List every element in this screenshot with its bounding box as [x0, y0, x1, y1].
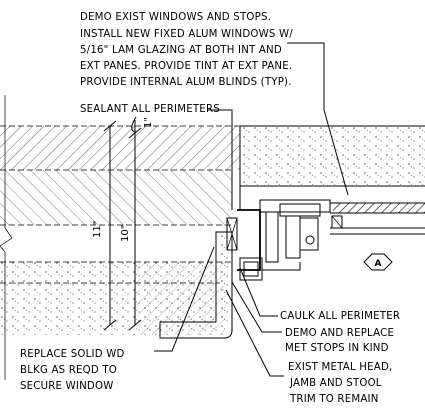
detail-marker-label: A	[375, 259, 382, 269]
note-demo-replace-2: MET STOPS IN KIND	[285, 343, 389, 354]
note-exist-metal-2: JAMB AND STOOL	[289, 378, 382, 389]
masonry-band	[0, 262, 225, 335]
note-exist-metal: EXIST METAL HEAD, JAMB AND STOOL TRIM TO…	[288, 362, 392, 405]
note-replace-blocking-1: REPLACE SOLID WD	[20, 349, 125, 360]
aluminum-window-frame	[237, 199, 331, 281]
note-replace-blocking-2: BLKG AS REQD TO	[20, 365, 117, 376]
note-demo-replace: DEMO AND REPLACE MET STOPS IN KIND	[285, 328, 394, 354]
note-demo-replace-1: DEMO AND REPLACE	[285, 328, 394, 339]
note-sealant: SEALANT ALL PERIMETERS	[80, 104, 220, 115]
dimension-lines	[103, 116, 142, 331]
note-line-3: 5/16" LAM GLAZING AT BOTH INT AND	[80, 45, 282, 56]
exterior-finish	[239, 125, 425, 210]
note-exist-metal-1: EXIST METAL HEAD,	[288, 362, 392, 373]
note-exist-metal-3: TRIM TO REMAIN	[289, 394, 379, 405]
note-line-2: INSTALL NEW FIXED ALUM WINDOWS W/	[80, 29, 293, 40]
dimension-inner: 10"	[120, 225, 131, 242]
detail-marker-hexagon: A	[363, 253, 393, 271]
dimension-top: 1"	[143, 117, 154, 128]
note-replace-blocking-3: SECURE WINDOW	[20, 381, 113, 392]
header-wall	[0, 125, 240, 284]
leader-lines	[154, 42, 349, 377]
note-line-4: EXT PANES. PROVIDE TINT AT EXT PANE.	[80, 61, 292, 72]
dimension-overall: 11"	[92, 221, 103, 238]
note-line-1: DEMO EXIST WINDOWS AND STOPS.	[80, 12, 271, 23]
note-caulk: CAULK ALL PERIMETER	[280, 311, 400, 322]
note-demo-windows: DEMO EXIST WINDOWS AND STOPS. INSTALL NE…	[80, 12, 293, 88]
wood-blocking	[159, 231, 233, 339]
sealant-joint	[226, 217, 238, 251]
note-replace-blocking: REPLACE SOLID WD BLKG AS REQD TO SECURE …	[20, 349, 125, 392]
note-line-5: PROVIDE INTERNAL ALUM BLINDS (TYP).	[80, 77, 292, 88]
laminated-glazing	[330, 202, 425, 235]
